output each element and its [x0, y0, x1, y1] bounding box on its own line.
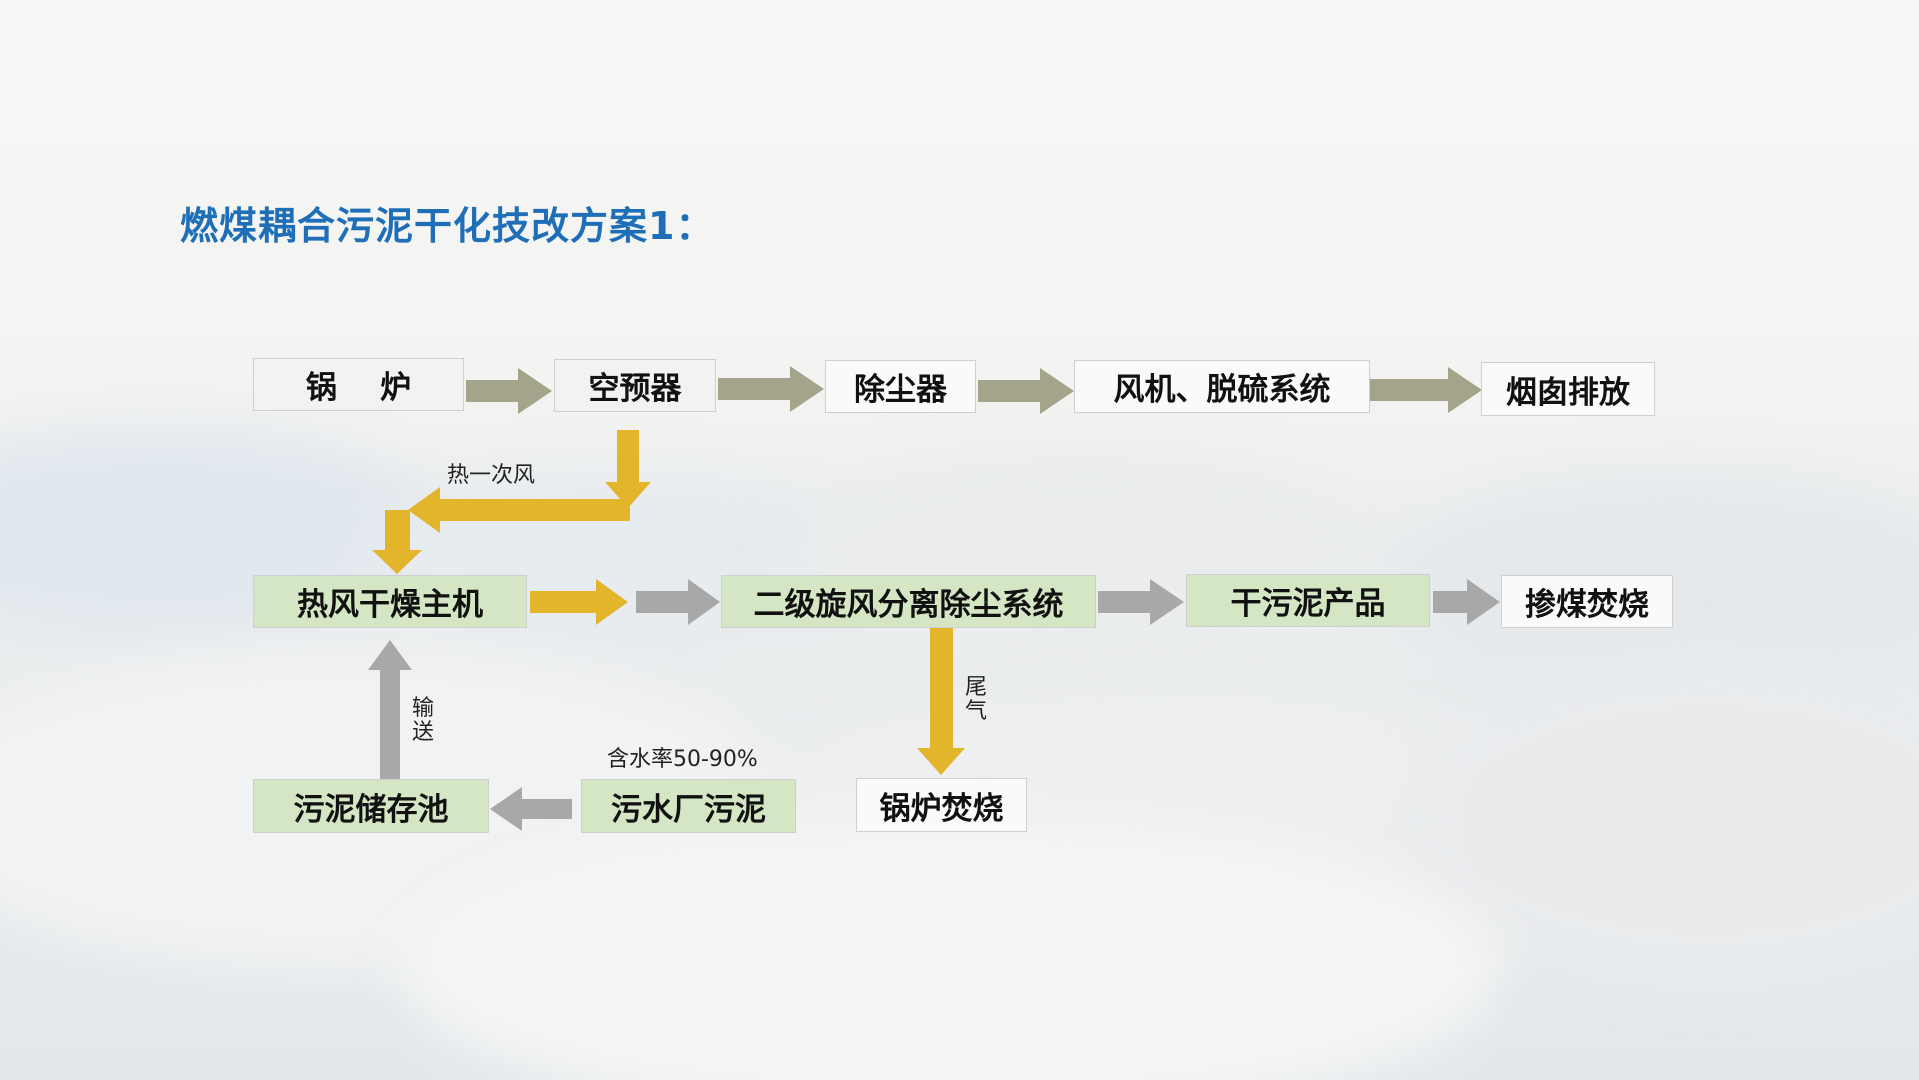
- arrow-fan-to-chimney: [1370, 367, 1482, 413]
- node-dry-sludge: 干污泥产品: [1186, 574, 1430, 627]
- node-hot-air-dryer: 热风干燥主机: [253, 575, 527, 628]
- arrow-tail-gas: [917, 627, 965, 775]
- node-boiler-burn: 锅炉焚烧: [856, 778, 1027, 832]
- arrow-dry-sludge-to-blend: [1433, 579, 1500, 625]
- node-fan-desulfur: 风机、脱硫系统: [1074, 360, 1370, 413]
- node-sludge-storage: 污泥储存池: [253, 779, 489, 833]
- label-tail-gas: 尾气: [964, 675, 987, 724]
- arrow-convey: [368, 640, 412, 780]
- arrow-dryer-out: [530, 579, 628, 625]
- node-cyclone: 二级旋风分离除尘系统: [721, 575, 1096, 628]
- label-moisture: 含水率50-90%: [607, 747, 758, 772]
- arrow-wwtp-to-storage: [490, 787, 572, 831]
- arrow-dust-to-fan: [978, 368, 1074, 414]
- arrow-hot-air-down: [605, 430, 651, 508]
- node-chimney: 烟囱排放: [1481, 362, 1655, 416]
- node-blend-burn: 掺煤焚烧: [1501, 575, 1673, 628]
- arrow-hot-air-to-dryer: [372, 510, 422, 574]
- arrow-to-cyclone: [636, 579, 720, 625]
- arrow-boiler-to-preheater: [466, 368, 552, 414]
- page-title: 燃煤耦合污泥干化技改方案1：: [180, 204, 715, 248]
- label-convey: 输送: [411, 696, 434, 745]
- arrow-preheater-to-dust: [718, 366, 824, 412]
- arrow-cyclone-to-dry-sludge: [1098, 579, 1184, 625]
- node-dust-collector: 除尘器: [825, 360, 976, 413]
- arrow-hot-air-left: [408, 487, 630, 533]
- node-wwtp-sludge: 污水厂污泥: [581, 779, 796, 833]
- node-boiler: 锅 炉: [253, 358, 464, 411]
- label-hot-primary-air: 热一次风: [447, 463, 536, 488]
- node-air-preheater: 空预器: [554, 359, 716, 412]
